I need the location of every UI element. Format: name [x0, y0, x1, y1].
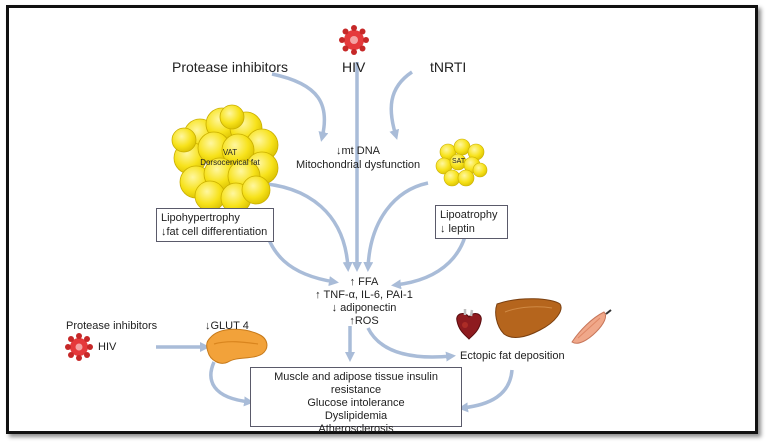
outcome-box: Muscle and adipose tissue insulin resist… [250, 367, 462, 435]
liver-icon [495, 298, 562, 338]
outcome-line-1: Muscle and adipose tissue insulin resist… [274, 371, 438, 396]
arrow-pi-to-mito [271, 72, 329, 142]
hiv-label: HIV [342, 59, 366, 75]
glut4-label: ↓GLUT 4 [205, 320, 249, 332]
ectopic-fat-label: Ectopic fat deposition [460, 350, 565, 362]
mito-line-1: ↓mt DNA [336, 145, 380, 157]
arrow-pancreas-to-outcome [209, 361, 254, 407]
arrow-center-to-ectopic [366, 327, 456, 362]
arrow-ectopic-to-outcome [458, 369, 514, 413]
muscle-icon [571, 309, 612, 344]
center-line-2: ↑ TNF-α, IL-6, PAI-1 [315, 289, 413, 301]
lipohypertrophy-box: Lipohypertrophy ↓fat cell differentiatio… [156, 208, 274, 242]
pancreas-icon [206, 328, 268, 364]
center-line-4: ↑ROS [349, 315, 379, 327]
protease-inhibitors-left-label: Protease inhibitors [66, 320, 158, 332]
mito-text: ↓mt DNA Mitochondrial dysfunction [296, 144, 420, 172]
sat-fat-cluster-icon [435, 138, 488, 187]
sat-label: SAT [452, 158, 466, 165]
center-line-3: ↓ adiponectin [331, 302, 397, 314]
arrow-vat-to-center [253, 181, 353, 272]
arrow-tnrti-to-mito [389, 70, 414, 140]
lipoatrophy-line-2: ↓ leptin [440, 223, 475, 235]
outcome-line-3: Dyslipidemia [324, 410, 388, 422]
lipoatrophy-line-1: Lipoatrophy [440, 209, 498, 221]
arrow-sat-to-center [363, 181, 429, 272]
vat-fat-cluster-icon [171, 104, 279, 214]
center-line-1: ↑ FFA [349, 276, 379, 288]
lipohypertrophy-line-2: ↓fat cell differentiation [161, 226, 268, 238]
heart-icon [456, 309, 482, 340]
mito-line-2: Mitochondrial dysfunction [296, 159, 421, 171]
vat-line-1: VAT [222, 148, 238, 157]
lipohypertrophy-line-1: Lipohypertrophy [161, 212, 240, 224]
hiv-virus-icon [339, 25, 369, 55]
protease-inhibitors-label: Protease inhibitors [172, 59, 288, 75]
vat-line-2: Dorsocervical fat [200, 158, 260, 167]
outcome-line-2: Glucose intolerance [307, 397, 405, 409]
center-effects-text: ↑ FFA ↑ TNF-α, IL-6, PAI-1 ↓ adiponectin… [302, 276, 426, 328]
outcome-line-4: Atherosclerosis [318, 423, 394, 435]
hiv-left-label: HIV [98, 341, 117, 353]
hiv-virus-icon-left [65, 333, 93, 361]
lipoatrophy-box: Lipoatrophy ↓ leptin [435, 205, 508, 239]
tnrti-label: tNRTI [430, 59, 467, 75]
vat-label: VAT Dorsocervical fat [190, 148, 270, 168]
